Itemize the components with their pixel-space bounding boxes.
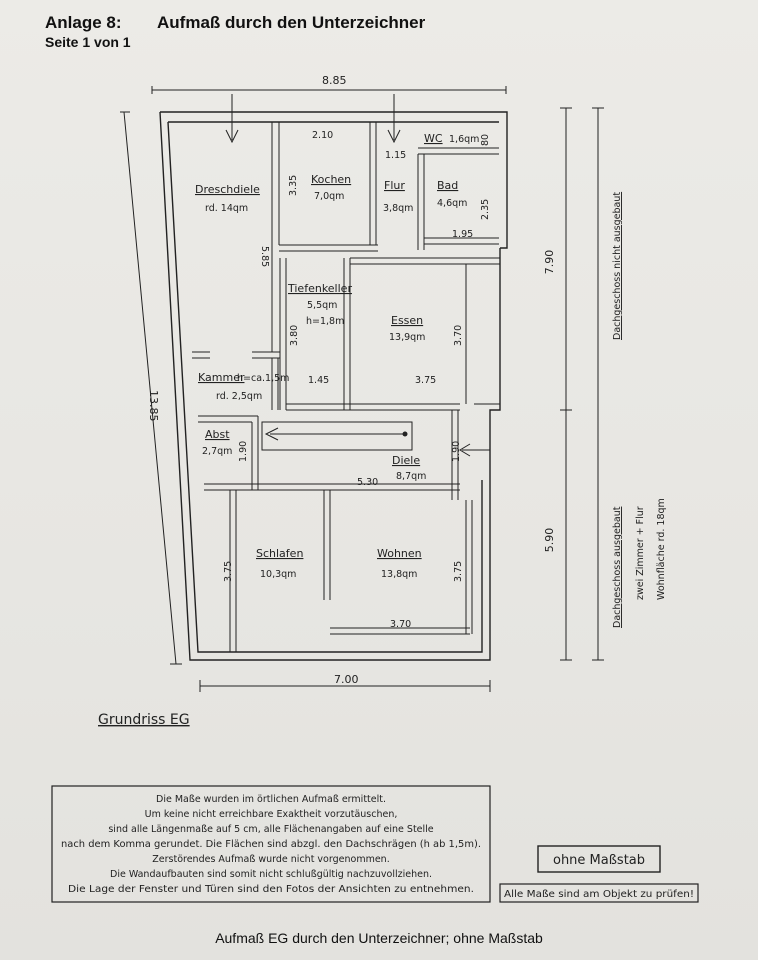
dim-essen-w: 3.75: [415, 375, 436, 386]
dim-wc-h: 80: [480, 134, 491, 146]
dim-keller-h: 3.80: [289, 325, 300, 346]
room-kammer-height: h=ca.1,5m: [237, 373, 289, 384]
room-wc-area: 1,6qm: [449, 134, 479, 145]
note-line: Die Lage der Fenster und Türen sind den …: [68, 884, 474, 895]
room-schlafen-area: 10,3qm: [260, 569, 296, 580]
room-tiefenkeller-name: Tiefenkeller: [287, 282, 352, 295]
room-tiefenkeller-height: h=1,8m: [306, 316, 344, 327]
notes-box: [51, 785, 491, 903]
dimension-labels: 8.85 7.00 13.85 7.90 5.90 2.10 1.15 80 3…: [147, 74, 556, 686]
room-kammer-name: Kammer: [198, 371, 245, 384]
room-essen-area: 13,9qm: [389, 332, 425, 343]
check-label: Alle Maße sind am Objekt zu prüfen!: [504, 889, 694, 900]
room-diele-area: 8,7qm: [396, 471, 426, 482]
room-flur-name: Flur: [384, 179, 405, 192]
notes-text: Die Maße wurden im örtlichen Aufmaß ermi…: [61, 794, 481, 895]
dim-diele-h: 1.90: [451, 441, 462, 462]
scale-box: [537, 845, 661, 873]
note-lower-2: zwei Zimmer + Flur: [635, 506, 646, 600]
room-essen-name: Essen: [391, 314, 423, 327]
note-lower-1: Dachgeschoss ausgebaut: [612, 506, 623, 628]
room-abst-area: 2,7qm: [202, 446, 232, 457]
room-kochen-name: Kochen: [311, 173, 351, 186]
anlage-label: Anlage 8:: [45, 13, 122, 32]
room-bad-name: Bad: [437, 179, 458, 192]
outer-walls: [159, 111, 508, 661]
dim-abst-h: 1.90: [238, 441, 249, 462]
room-flur-area: 3,8qm: [383, 203, 413, 214]
room-wohnen-name: Wohnen: [377, 547, 422, 560]
dim-kochen-h: 3.35: [288, 175, 299, 196]
dim-wohnen-w: 3.70: [390, 619, 411, 630]
room-kochen-area: 7,0qm: [314, 191, 344, 202]
note-upper: Dachgeschoss nicht ausgebaut: [612, 192, 623, 340]
room-bad-area: 4,6qm: [437, 198, 467, 209]
room-abst-name: Abst: [205, 428, 230, 441]
page-number: Seite 1 von 1: [45, 34, 131, 50]
note-line: Um keine nicht erreichbare Exaktheit vor…: [145, 809, 398, 820]
dim-bad-h: 2.35: [480, 199, 491, 220]
check-box: [499, 883, 699, 903]
figure-caption: Aufmaß EG durch den Unterzeichner; ohne …: [215, 930, 543, 946]
room-schlafen-name: Schlafen: [256, 547, 303, 560]
room-wohnen-area: 13,8qm: [381, 569, 417, 580]
plan-title: Grundriss EG: [98, 712, 190, 728]
note-line: nach dem Komma gerundet. Die Flächen sin…: [61, 839, 481, 850]
room-dreschdiele-area: rd. 14qm: [205, 203, 248, 214]
dim-right-upper: 7.90: [543, 250, 556, 275]
note-line: Die Maße wurden im örtlichen Aufmaß ermi…: [156, 794, 386, 805]
dim-right-lower: 5.90: [543, 528, 556, 553]
dim-kochen-w: 2.10: [312, 130, 333, 141]
room-diele-name: Diele: [392, 454, 420, 467]
dim-diagonal: 13.85: [147, 390, 160, 422]
dim-diele-w: 5.30: [357, 477, 378, 488]
room-wc-name: WC: [424, 132, 443, 145]
note-lower-3: Wohnfläche rd. 18qm: [656, 498, 667, 600]
entrance-arrows: [225, 94, 490, 457]
scale-label: ohne Maßstab: [553, 853, 645, 868]
dim-top-width: 8.85: [322, 74, 347, 87]
dim-essen-h: 3.70: [453, 325, 464, 346]
dim-bad-w: 1.95: [452, 229, 473, 240]
room-labels: Dreschdiele rd. 14qm Kochen 7,0qm Flur 3…: [195, 132, 479, 580]
dim-wohnen-h: 3.75: [453, 561, 464, 582]
dim-schlafen-h: 3.75: [223, 561, 234, 582]
dim-bottom-width: 7.00: [334, 673, 359, 686]
room-tiefenkeller-area: 5,5qm: [307, 300, 337, 311]
dim-flur-w: 1.15: [385, 150, 406, 161]
dim-kammer-w: 1.45: [308, 375, 329, 386]
dimension-lines: [120, 86, 604, 692]
dim-dresch-h: 5.85: [259, 246, 270, 267]
room-dreschdiele-name: Dreschdiele: [195, 183, 260, 196]
page-title: Aufmaß durch den Unterzeichner: [157, 13, 426, 32]
note-line: sind alle Längenmaße auf 5 cm, alle Fläc…: [108, 824, 433, 835]
room-kammer-area: rd. 2,5qm: [216, 391, 262, 402]
note-line: Die Wandaufbauten sind somit nicht schlu…: [110, 869, 432, 880]
side-notes: Dachgeschoss nicht ausgebaut Dachgeschos…: [612, 192, 667, 628]
note-line: Zerstörendes Aufmaß wurde nicht vorgenom…: [152, 854, 389, 865]
interior-walls: [192, 122, 500, 652]
